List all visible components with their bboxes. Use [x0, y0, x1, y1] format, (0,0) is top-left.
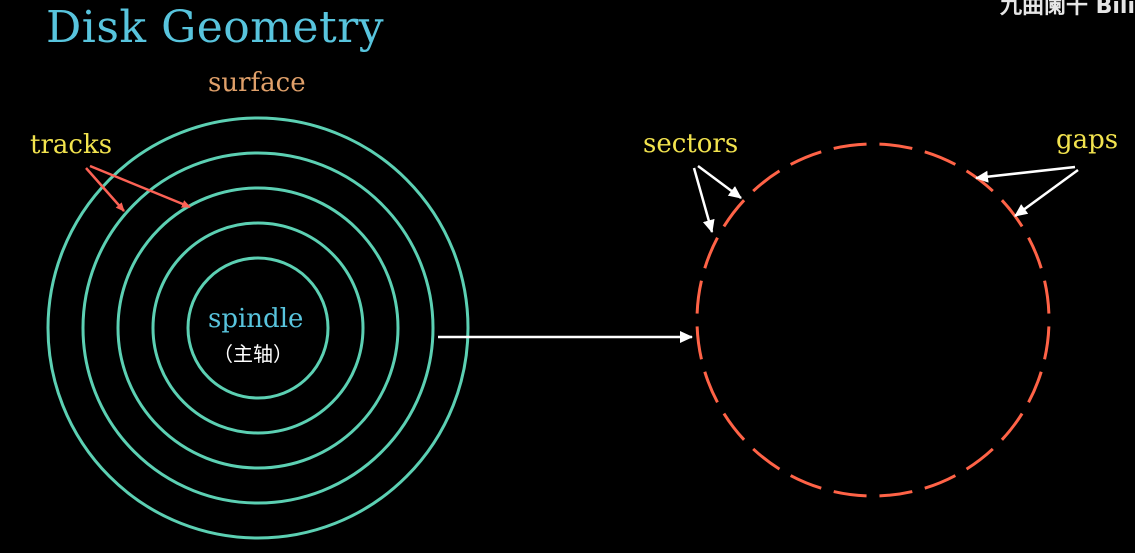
spindle-label: spindle	[208, 304, 304, 334]
track-circle-inner	[186, 256, 330, 400]
sector-segment	[1000, 199, 1024, 228]
sector-segment	[789, 150, 822, 166]
disk-surface-tracks	[46, 116, 470, 540]
sector-segment	[1043, 326, 1051, 360]
sector-segment	[752, 169, 781, 193]
sector-segment	[965, 169, 994, 193]
sector-segment	[833, 142, 867, 150]
track-circle-outer	[46, 116, 470, 540]
track-arrow-1	[85, 167, 125, 212]
sector-segment	[879, 490, 913, 498]
surface-label: surface	[208, 68, 306, 98]
sector-track	[695, 142, 1051, 498]
track-arrow-2	[89, 164, 191, 209]
track-circle-3	[116, 186, 400, 470]
sector-segment	[695, 326, 703, 360]
gap-arrow-2	[1014, 168, 1079, 218]
sector-segment	[722, 199, 746, 228]
tracks-label: tracks	[30, 130, 113, 160]
sector-segment	[752, 447, 781, 471]
sector-segment	[924, 474, 957, 490]
track-circle-2	[81, 151, 435, 505]
sector-segment	[879, 142, 913, 150]
spindle-chinese-label: （主轴）	[213, 342, 293, 366]
sector-segment	[695, 280, 703, 314]
sectors-label: sectors	[643, 129, 739, 159]
page-title: Disk Geometry	[46, 2, 385, 53]
sector-arrow-1	[697, 164, 742, 200]
sector-segment	[789, 474, 822, 490]
watermark-logo: 九曲阑干 Bili	[999, 0, 1135, 19]
sector-segment	[833, 490, 867, 498]
sector-arrow-2	[692, 167, 715, 233]
gap-arrow-1	[975, 165, 1076, 183]
sector-segment	[965, 447, 994, 471]
sector-segment	[1027, 236, 1043, 269]
sector-segment	[1027, 371, 1043, 404]
sector-segment	[722, 412, 746, 441]
sector-segment	[924, 150, 957, 166]
gaps-label: gaps	[1056, 125, 1119, 155]
sector-segment	[703, 236, 719, 269]
track-circle-4	[151, 221, 365, 435]
sector-segment	[703, 371, 719, 404]
sector-segment	[1043, 280, 1051, 314]
sector-segment	[1000, 412, 1024, 441]
